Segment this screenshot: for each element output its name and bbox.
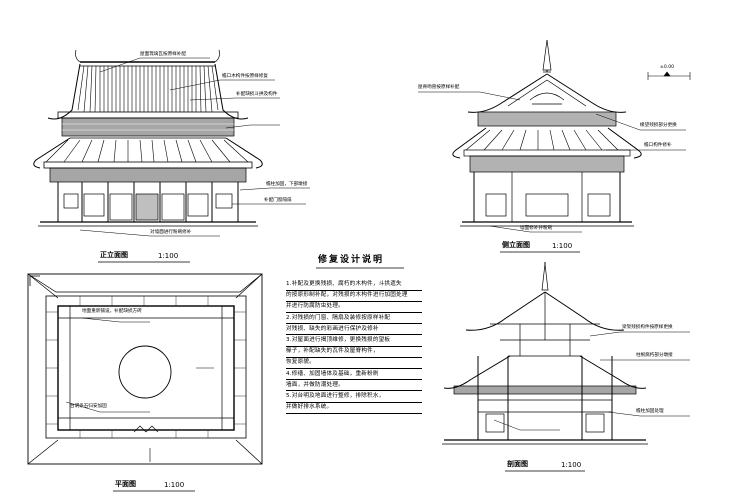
- front-annotation-eave: 檐口木构件按原样修复: [222, 74, 268, 79]
- note-line: 并做好排水系统。: [286, 405, 422, 414]
- front-elevation: [33, 49, 310, 237]
- side-elevation-title: 侧立面图: [502, 241, 530, 249]
- side-annotation-ridge: 屋脊吻兽按原样补配: [418, 85, 460, 90]
- side-annotation-eave: 檐口构件修补: [644, 143, 672, 148]
- side-elevation-scale: 1:100: [552, 242, 573, 250]
- section-scale: 1:100: [561, 461, 582, 469]
- caption-underlines: [98, 251, 585, 492]
- notes-title: 修复设计说明: [318, 255, 385, 265]
- front-annotation-doors: 补配门窗隔扇: [264, 198, 292, 203]
- section-annotation-beam: 梁架残损构件按原样更换: [622, 325, 673, 330]
- plan-scale: 1:100: [164, 481, 185, 489]
- note-line: 椽子，补配缺失的瓦件及屋脊构件，: [286, 349, 422, 358]
- plan-annotation-floor: 地面重新铺设，补配缺损方砖: [82, 309, 142, 314]
- side-elevation: [418, 39, 686, 233]
- note-line: 对残损、缺失的彩画进行保护及修补: [286, 326, 422, 336]
- note-line: 1.补配及更换残损、腐朽的木构件，斗拱遗失: [286, 281, 422, 291]
- note-line: 2.对残损的门窗、隔扇及装修按原样补配: [286, 315, 422, 325]
- front-elevation-scale: 1:100: [158, 252, 179, 260]
- front-annotation-wall: 对墙面进行粉刷修补: [150, 230, 192, 235]
- section-drawing: [442, 262, 690, 445]
- note-line: 5.对台明及地面进行整修，排除积水，: [286, 393, 422, 403]
- level-key-label: ±0.00: [660, 65, 675, 70]
- front-elevation-title: 正立面图: [100, 251, 128, 259]
- section-title: 剖面图: [507, 460, 528, 468]
- front-annotation-roof: 屋面琉璃瓦按原样补配: [140, 52, 186, 57]
- note-line: 墙面，并做防潮处理。: [286, 382, 422, 392]
- note-line: 恢复原貌。: [286, 360, 422, 369]
- note-line: 的按原形制补配，对残损的木构件进行加固处理: [286, 293, 422, 302]
- section-annotation-column: 柱根腐朽部分墩接: [636, 353, 673, 358]
- note-line: 并进行防腐防虫处理。: [286, 304, 422, 313]
- front-annotation-column: 檐柱加固，下部墩接: [266, 182, 308, 187]
- note-line: 3.对屋面进行揭顶维修，更换残损的望板: [286, 337, 422, 347]
- section-annotation-eave-column: 檐柱加固处理: [636, 409, 664, 414]
- plan-annotation-base: 台明条石归安加固: [70, 404, 107, 409]
- front-annotation-bracket: 补配缺损斗拱及构件: [236, 92, 278, 97]
- level-key: [647, 71, 691, 80]
- note-line: 4.修缮、加固墙体及基础，重新粉刷: [286, 371, 422, 381]
- side-annotation-rafter: 椽望残损部分更换: [640, 123, 677, 128]
- floor-plan: [27, 273, 263, 465]
- side-annotation-wall: 墙面修补并粉刷: [520, 226, 553, 231]
- plan-title: 平面图: [115, 480, 136, 488]
